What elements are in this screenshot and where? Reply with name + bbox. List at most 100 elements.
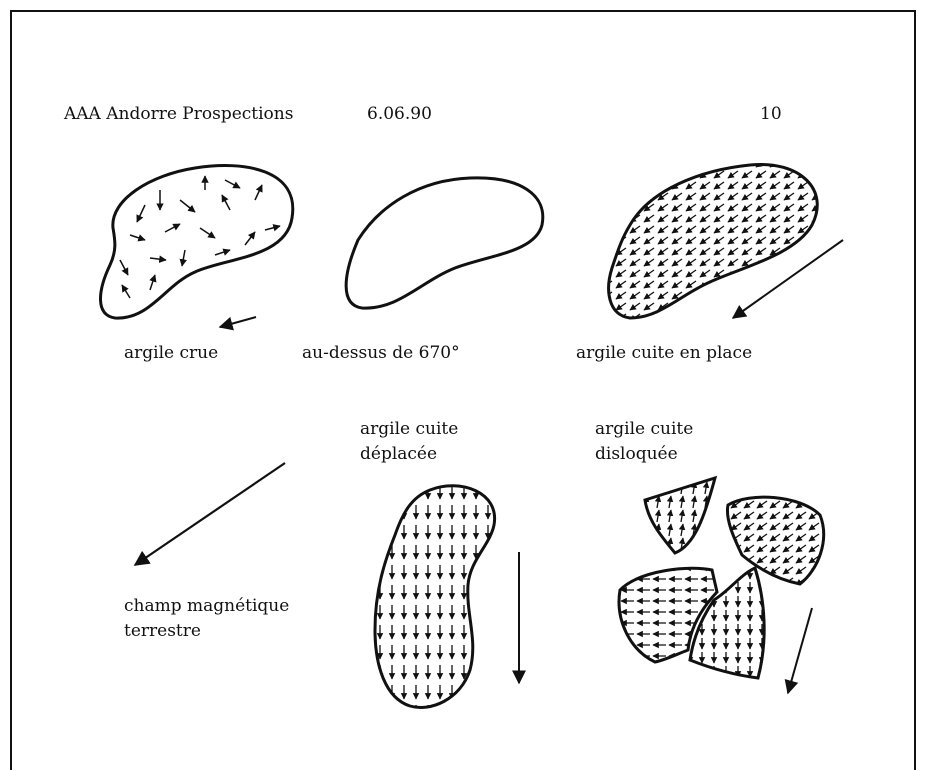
magnetization-arrow — [718, 490, 728, 497]
magnetization-arrow — [602, 237, 612, 244]
magnetization-arrow — [644, 160, 654, 167]
magnetization-arrow — [700, 182, 710, 189]
magnetization-arrow — [728, 259, 738, 266]
magnetization-arrow — [602, 182, 612, 189]
magnetization-arrow — [784, 303, 794, 310]
magnetization-arrow — [630, 204, 640, 211]
magnetization-arrow — [718, 556, 728, 563]
magnetization-arrow — [798, 325, 808, 332]
magnetization-arrow — [686, 270, 696, 277]
magnetization-arrow — [756, 182, 766, 189]
magnetization-arrow — [742, 281, 752, 288]
magnetization-arrow — [658, 215, 668, 222]
magnetization-arrow — [744, 578, 754, 585]
magnetization-arrow — [770, 512, 780, 519]
magnetization-arrow — [757, 523, 767, 530]
magnetization-arrow — [700, 303, 710, 310]
magnetization-arrow — [798, 215, 808, 222]
magnetization-arrow — [731, 490, 741, 497]
magnetization-arrow — [700, 292, 710, 299]
magnetization-arrow — [700, 270, 710, 277]
magnetization-arrow — [717, 482, 719, 494]
magnetization-arrow — [630, 237, 640, 244]
magnetization-arrow — [630, 248, 640, 255]
magnetization-arrow — [796, 490, 806, 497]
magnetization-arrow — [616, 182, 626, 189]
magnetization-arrow — [714, 325, 724, 332]
magnetization-arrow — [686, 248, 696, 255]
magnetization-arrow — [714, 204, 724, 211]
magnetization-arrow — [616, 193, 626, 200]
magnetization-arrow — [657, 482, 659, 494]
magnetization-arrow — [796, 567, 806, 574]
magnetization-arrow — [644, 292, 654, 299]
magnetization-arrow — [658, 248, 668, 255]
magnetization-arrow — [728, 226, 738, 233]
magnetization-arrow — [681, 510, 683, 522]
magnetization-arrow — [742, 226, 752, 233]
magnetization-arrow — [693, 496, 695, 508]
magnetization-arrow — [602, 314, 612, 321]
magnetization-arrow — [686, 160, 696, 167]
magnetization-arrow — [812, 325, 822, 332]
magnetization-arrow — [705, 468, 707, 480]
magnetization-arrow — [602, 171, 612, 178]
magnetization-arrow — [630, 325, 640, 332]
magnetization-arrow — [742, 292, 752, 299]
magnetization-arrow — [658, 325, 668, 332]
magnetization-arrow — [616, 303, 626, 310]
magnetization-arrow — [658, 281, 668, 288]
magnetization-arrow — [783, 501, 793, 508]
raw-clay-field-arrow — [220, 317, 256, 327]
magnetization-arrow — [602, 325, 612, 332]
magnetization-arrow — [757, 501, 767, 508]
magnetization-arrow — [770, 193, 780, 200]
magnetization-arrow — [784, 193, 794, 200]
magnetization-arrow — [742, 248, 752, 255]
magnetization-arrow — [700, 325, 710, 332]
fired-in-place-shape — [602, 160, 822, 332]
magnetization-arrow — [700, 314, 710, 321]
magnetization-arrow — [744, 523, 754, 530]
magnetization-arrow — [784, 182, 794, 189]
magnetization-arrow — [796, 512, 806, 519]
magnetization-arrow — [798, 292, 808, 299]
magnetization-arrow — [798, 281, 808, 288]
magnetization-arrow — [717, 468, 719, 480]
magnetization-arrow — [693, 510, 695, 522]
magnetization-arrow — [714, 292, 724, 299]
magnetization-arrow — [731, 523, 741, 530]
magnetization-arrow — [731, 567, 741, 574]
magnetization-arrow — [784, 215, 794, 222]
magnetization-arrow — [756, 314, 766, 321]
magnetization-arrow — [742, 270, 752, 277]
magnetization-arrow — [728, 237, 738, 244]
magnetization-arrow — [756, 193, 766, 200]
magnetization-arrow — [616, 270, 626, 277]
earth-field-arrow — [135, 463, 285, 565]
magnetization-arrow — [770, 171, 780, 178]
magnetization-arrow — [669, 468, 671, 480]
magnetization-arrow — [644, 248, 654, 255]
magnetization-arrow — [616, 204, 626, 211]
magnetization-arrow — [742, 171, 752, 178]
magnetization-arrow — [718, 523, 728, 530]
magnetization-arrow — [672, 314, 682, 321]
magnetization-arrow — [686, 314, 696, 321]
magnetization-arrow — [686, 303, 696, 310]
magnetization-arrow — [644, 259, 654, 266]
fired-in-place-field-arrow — [733, 240, 843, 318]
magnetization-arrow — [796, 534, 806, 541]
magnetization-arrow — [644, 182, 654, 189]
magnetization-arrow — [658, 237, 668, 244]
magnetization-arrow — [770, 259, 780, 266]
magnetization-arrow — [742, 314, 752, 321]
magnetization-arrow — [658, 270, 668, 277]
fragment-1 — [645, 478, 715, 553]
magnetization-arrow — [770, 325, 780, 332]
magnetization-arrow — [705, 524, 707, 536]
magnetization-arrow — [672, 325, 682, 332]
magnetization-arrow — [783, 545, 793, 552]
magnetization-arrow — [718, 578, 728, 585]
magnetization-arrow — [756, 215, 766, 222]
